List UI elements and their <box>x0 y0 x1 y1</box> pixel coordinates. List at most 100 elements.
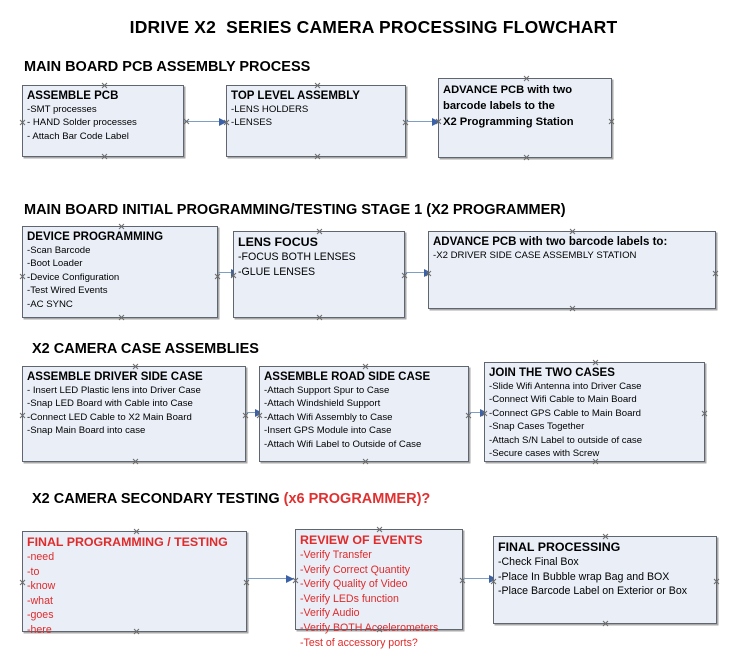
box-title: FINAL PROCESSING <box>498 540 621 554</box>
connector-handle-left <box>19 579 26 586</box>
box-title: ASSEMBLE DRIVER SIDE CASE <box>27 371 203 383</box>
connector-handle-top <box>314 82 321 89</box>
box-line: -LENSES <box>231 117 273 129</box>
box-line: -FOCUS BOTH LENSES <box>238 251 356 263</box>
box-title: TOP LEVEL ASSEMBLY <box>231 90 360 102</box>
box-line: -Attach Wifi Assembly to Case <box>264 411 393 423</box>
box-device-programming[interactable]: DEVICE PROGRAMMING -Scan Barcode -Boot L… <box>22 226 218 318</box>
section-heading-2: MAIN BOARD INITIAL PROGRAMMING/TESTING S… <box>24 202 566 218</box>
connector-handle-bottom <box>523 154 530 161</box>
box-title: DEVICE PROGRAMMING <box>27 231 164 243</box>
box-line: -Check Final Box <box>498 556 579 568</box>
box-line: -AC SYNC <box>27 298 73 310</box>
section-heading-1: MAIN BOARD PCB ASSEMBLY PROCESS <box>24 59 310 75</box>
box-line: X2 Programming Station <box>443 116 574 128</box>
box-final-programming-testing[interactable]: FINAL PROGRAMMING / TESTING -need -to -k… <box>19 528 250 636</box>
box-line: -to <box>27 565 40 578</box>
box-line: - HAND Solder processes <box>27 117 137 129</box>
section-heading-3-text: X2 CAMERA CASE ASSEMBLIES <box>32 341 259 357</box>
box-line: -Insert GPS Module into Case <box>264 425 392 437</box>
connector-handle-bottom <box>362 458 369 465</box>
box-line: -Attach S/N Label to outside of case <box>489 434 643 446</box>
box-title: LENS FOCUS <box>238 235 318 249</box>
box-review-of-events[interactable]: REVIEW OF EVENTS -Verify Transfer -Verif… <box>295 526 463 649</box>
box-line: -Secure cases with Screw <box>489 448 600 460</box>
section-heading-3: X2 CAMERA CASE ASSEMBLIES <box>32 341 259 357</box>
connector-arrow <box>406 117 440 126</box>
connector-handle-bottom <box>101 153 108 160</box>
box-line: -Connect Wifi Cable to Main Board <box>489 394 637 406</box>
box-line: -here <box>27 623 52 636</box>
box-line: -Connect LED Cable to X2 Main Board <box>27 411 192 423</box>
box-assemble-road-side-case[interactable]: ASSEMBLE ROAD SIDE CASE -Attach Support … <box>259 366 469 462</box>
connector-handle-bottom <box>132 458 139 465</box>
box-line: -Verify Transfer <box>300 549 372 561</box>
box-line: ADVANCE PCB with two <box>443 84 573 96</box>
connector-handle-top <box>316 228 323 235</box>
box-line: -GLUE LENSES <box>238 265 316 278</box>
connector-handle-top <box>602 533 609 540</box>
connector-handle-top <box>376 526 383 533</box>
connector-handle-top <box>132 363 139 370</box>
box-line: - Attach Bar Code Label <box>27 130 129 142</box>
box-line: -Verify LEDs function <box>300 592 399 605</box>
connector-handle-right <box>608 118 615 125</box>
box-title: ASSEMBLE PCB <box>27 90 119 102</box>
section-heading-4-accent: (x6 PROGRAMMER)? <box>283 491 431 507</box>
connector-handle-left <box>19 119 26 126</box>
box-line: -know <box>27 580 56 593</box>
box-line: - Insert LED Plastic lens into Driver Ca… <box>27 385 201 396</box>
connector-handle-left <box>19 273 26 280</box>
box-lens-focus[interactable]: LENS FOCUS -FOCUS BOTH LENSES -GLUE LENS… <box>233 231 405 318</box>
box-line: barcode labels to the <box>443 100 555 112</box>
box-title: JOIN THE TWO CASES <box>489 367 615 379</box>
box-line: -Attach Support Spur to Case <box>264 385 390 396</box>
connector-handle-right <box>214 273 221 280</box>
box-line: -Boot Loader <box>27 258 83 270</box>
connector-handle-top <box>133 528 140 535</box>
box-line: -Device Configuration <box>27 271 120 283</box>
box-line: -Verify Audio <box>300 607 360 620</box>
box-line: -Scan Barcode <box>27 245 91 256</box>
connector-arrow <box>247 574 294 583</box>
box-title: REVIEW OF EVENTS <box>300 533 423 547</box>
box-line: -SMT processes <box>27 104 97 115</box>
box-title: ASSEMBLE ROAD SIDE CASE <box>264 371 431 383</box>
box-final-processing[interactable]: FINAL PROCESSING -Check Final Box -Place… <box>493 536 717 624</box>
connector-handle-bottom <box>314 153 321 160</box>
box-line: -X2 DRIVER SIDE CASE ASSEMBLY STATION <box>433 250 637 261</box>
connector-handle-top <box>118 223 125 230</box>
connector-handle-top <box>362 363 369 370</box>
connector-arrow <box>184 117 227 126</box>
box-assemble-driver-side-case[interactable]: ASSEMBLE DRIVER SIDE CASE - Insert LED P… <box>22 366 246 462</box>
connector-handle-top <box>523 75 530 82</box>
connector-handle-left <box>19 412 26 419</box>
box-line: -Connect GPS Cable to Main Board <box>489 407 641 419</box>
box-line: -Place In Bubble wrap Bag and BOX <box>498 570 670 583</box>
box-line: -Verify Quality of Video <box>300 578 408 591</box>
box-advance-pcb-driver-side[interactable]: ADVANCE PCB with two barcode labels to: … <box>428 231 716 309</box>
connector-handle-bottom <box>569 305 576 312</box>
box-advance-pcb-programming-station[interactable]: ADVANCE PCB with two barcode labels to t… <box>438 78 612 158</box>
connector-handle-bottom <box>316 314 323 321</box>
box-line: -Verify Correct Quantity <box>300 563 411 576</box>
box-line: -Test Wired Events <box>27 285 108 297</box>
connector-handle-right <box>713 578 720 585</box>
connector-handle-right <box>243 579 250 586</box>
box-line-overflow: -Test of accessory ports? <box>300 636 418 649</box>
box-line: -Slide Wifi Antenna into Driver Case <box>489 381 642 392</box>
connector-handle-top <box>592 359 599 366</box>
section-heading-4-text: X2 CAMERA SECONDARY TESTING <box>32 491 284 507</box>
connector-handle-right <box>242 412 249 419</box>
section-heading-2-text: MAIN BOARD INITIAL PROGRAMMING/TESTING S… <box>24 202 566 218</box>
box-assemble-pcb[interactable]: ASSEMBLE PCB -SMT processes - HAND Solde… <box>22 85 184 157</box>
page-title: IDRIVE X2 SERIES CAMERA PROCESSING FLOWC… <box>129 17 618 37</box>
section-heading-1-text: MAIN BOARD PCB ASSEMBLY PROCESS <box>24 59 311 75</box>
box-line: -Snap Cases Together <box>489 421 585 433</box>
connector-handle-right <box>465 412 472 419</box>
box-title: FINAL PROGRAMMING / TESTING <box>27 535 228 549</box>
box-top-level-assembly[interactable]: TOP LEVEL ASSEMBLY -LENS HOLDERS -LENSES <box>226 85 406 157</box>
box-line: -Place Barcode Label on Exterior or Box <box>498 585 688 598</box>
box-join-the-two-cases[interactable]: JOIN THE TWO CASES -Slide Wifi Antenna i… <box>484 362 705 462</box>
box-line: -Snap LED Board with Cable into Case <box>27 398 193 410</box>
